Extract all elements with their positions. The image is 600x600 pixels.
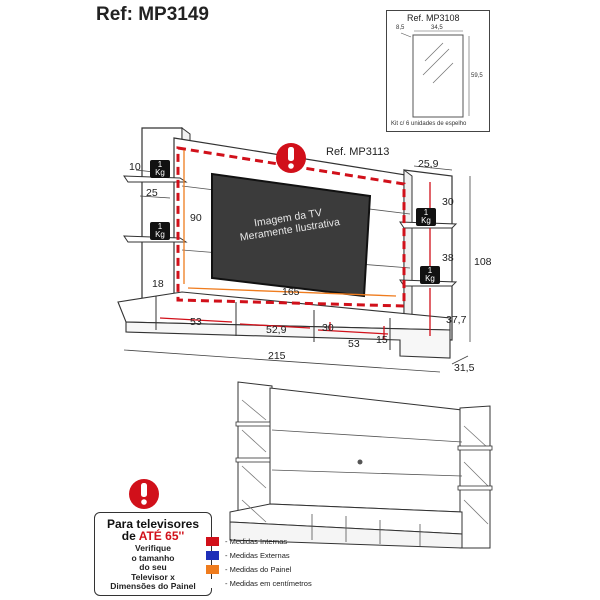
mirror-drawing [400,30,470,118]
dimension-37-7: 37,7 [446,314,467,326]
legend-item-units: - Medidas em centímetros [206,576,312,590]
dimension-53-right: 53 [348,338,360,350]
legend: - Medidas Internas - Medidas Externas - … [206,534,312,590]
tv-size-warning: Para televisores de ATÉ 65'' Verifique o… [94,512,212,596]
legend-item-internal: - Medidas Internas [206,534,312,548]
dimension-10: 10 [129,161,141,173]
dimension-30-lower: 30 [322,322,334,334]
dimension-38: 38 [442,252,454,264]
dimension-15: 15 [376,334,388,346]
mirror-width-label: 34,5 [431,25,443,31]
dimension-30: 30 [442,196,454,208]
mirror-kit-inset: Ref. MP3108 34,5 8,5 59,5 Kit c/ 6 unida… [386,10,490,132]
dimension-108: 108 [474,256,492,268]
legend-item-external: - Medidas Externas [206,548,312,562]
legend-item-panel: - Medidas do Painel [206,562,312,576]
panel-reference: Ref. MP3113 [326,146,390,158]
dimension-53-left: 53 [190,316,202,328]
dimension-215: 215 [268,350,286,362]
dimension-31-5: 31,5 [454,362,475,374]
dimension-52-9: 52,9 [266,324,287,336]
mirror-reference: Ref. MP3108 [407,13,460,23]
dimension-18: 18 [152,278,164,290]
mirror-caption: Kit c/ 6 unidades de espelho [391,121,467,127]
dimension-25: 25 [146,187,158,199]
dimension-165: 165 [282,286,300,298]
dimension-90: 90 [190,212,202,224]
warning-line-2: de ATÉ 65'' [121,529,185,543]
dimension-25-9: 25,9 [418,158,439,170]
warning-details: Verifique o tamanho do seu Televisor x D… [110,543,196,591]
mirror-depth-label: 8,5 [396,25,405,31]
product-reference: Ref: MP3149 [96,4,209,25]
mirror-height-label: 59,5 [471,73,483,79]
warning-line-1: Para televisores [106,517,200,531]
